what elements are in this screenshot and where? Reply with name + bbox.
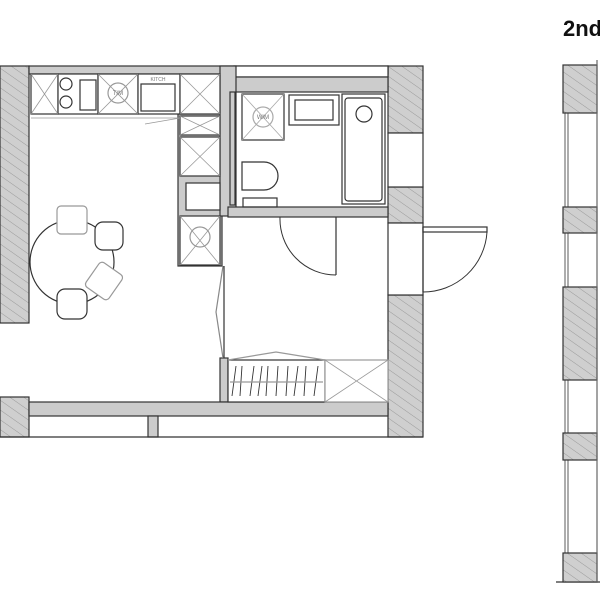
bathroom-door[interactable] <box>279 216 337 276</box>
floor-2nd-wall <box>556 60 600 583</box>
chair <box>84 261 124 301</box>
wall-hall-left <box>219 357 229 403</box>
kitchen-sink-icon <box>140 83 176 112</box>
bathtub <box>341 93 386 205</box>
kitchen-sink-label: KITCH <box>151 77 166 83</box>
oven-icon <box>189 226 211 248</box>
dishwasher-icon <box>107 82 129 104</box>
folding-door[interactable] <box>215 265 225 359</box>
chair <box>56 288 88 320</box>
window-right-top <box>387 132 424 188</box>
window-right-bottom <box>387 222 424 296</box>
bathroom-sink <box>288 94 340 126</box>
dishwasher-label: T/M <box>113 91 123 97</box>
floor-title-2nd: 2nd <box>563 16 600 41</box>
exterior-wall-right-top <box>387 65 424 134</box>
wardrobe <box>227 359 326 403</box>
wall-top-strip <box>233 65 389 78</box>
toilet <box>241 161 279 191</box>
entrance-door[interactable] <box>422 226 488 293</box>
chair <box>94 221 124 251</box>
chair <box>56 205 88 235</box>
wall-bottom-post <box>147 415 159 438</box>
exterior-wall-right-mid <box>387 186 424 224</box>
stove-icon <box>59 77 97 111</box>
exterior-wall-right-bottom <box>387 294 424 438</box>
exterior-wall-left-lower <box>0 396 30 438</box>
exterior-wall-left <box>0 65 30 324</box>
wall-bath-bottom <box>227 206 389 218</box>
wall-bath-top <box>233 76 389 93</box>
wall-bottom <box>28 401 389 417</box>
washing-machine-label: W/M <box>257 115 269 121</box>
wall-partition <box>219 65 237 217</box>
